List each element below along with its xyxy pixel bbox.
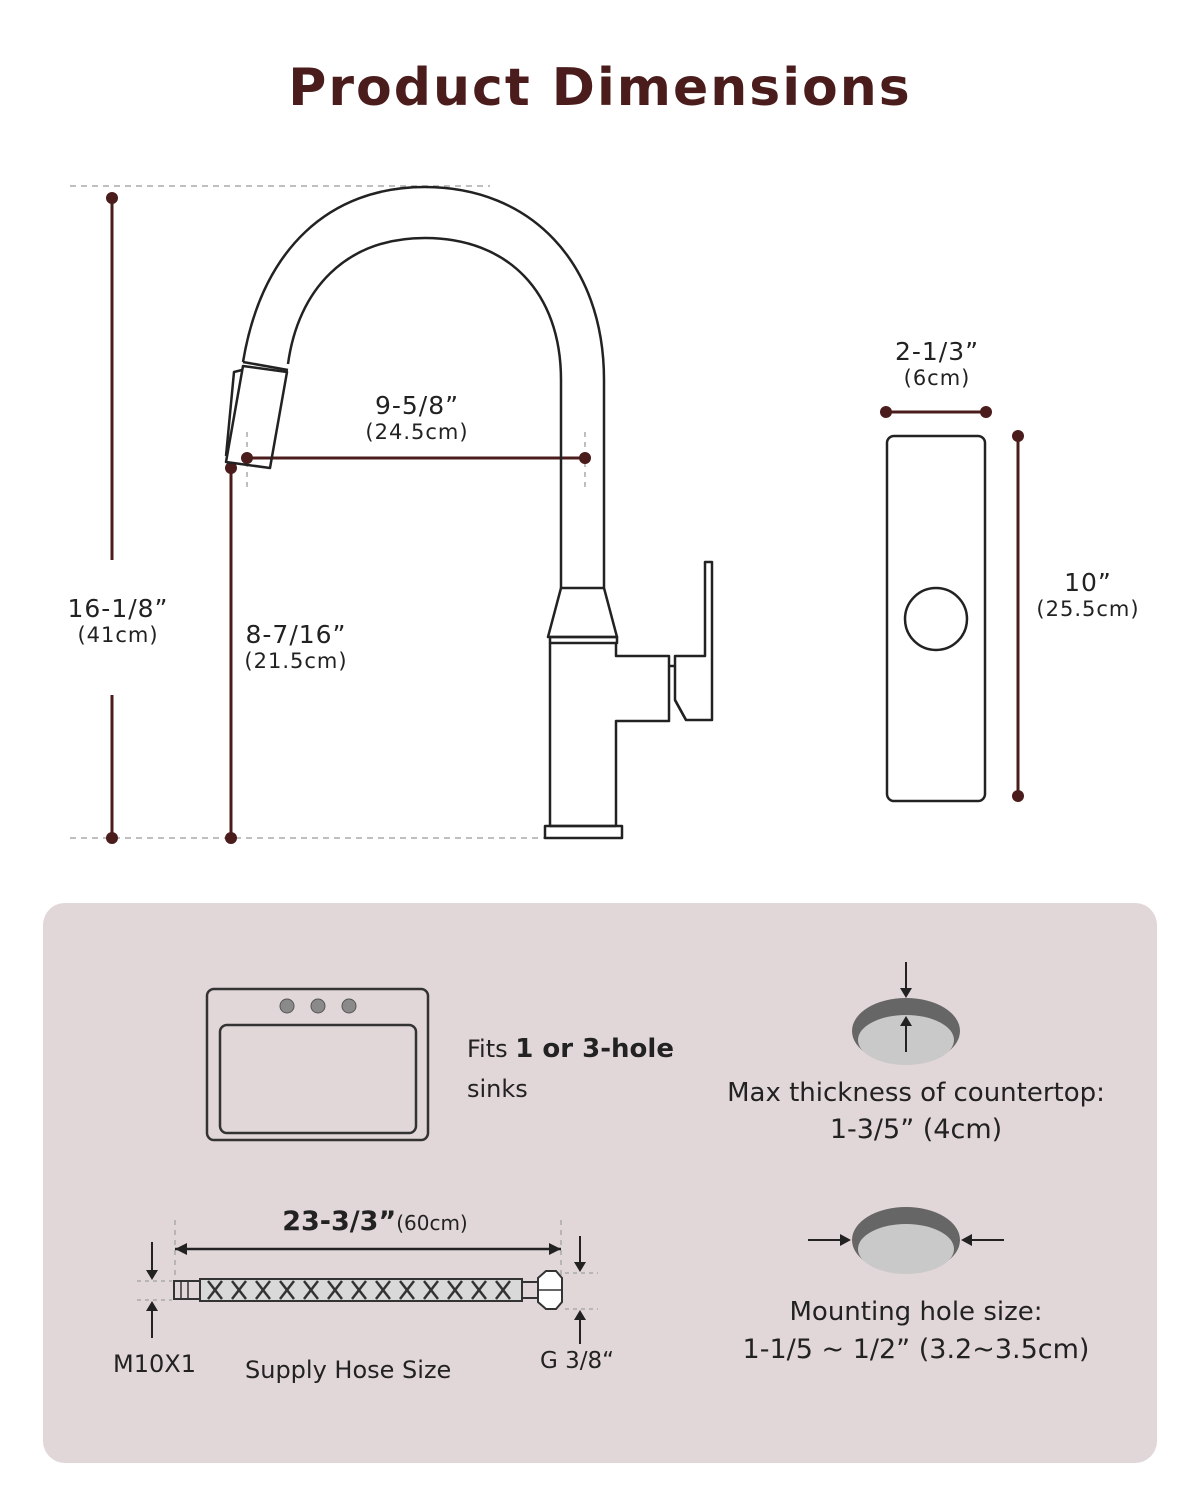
spout-height-label: 8-7/16” (21.5cm) [244, 620, 348, 673]
installation-info-panel [43, 903, 1157, 1463]
spout-reach-label: 9-5/8” (24.5cm) [365, 391, 469, 444]
hose-right-thread-label: G 3/8“ [540, 1348, 615, 1374]
hose-left-thread-label: M10X1 [113, 1350, 196, 1378]
page-title: Product Dimensions [288, 58, 912, 118]
overall-height-label: 16-1/8” (41cm) [67, 594, 169, 647]
spout-reach-dimension-line [241, 452, 591, 464]
faucet-outline [224, 185, 714, 840]
deck-plate [885, 434, 987, 803]
mounting-hole-icon [808, 1207, 1004, 1274]
sink-compatibility-suffix: sinks [467, 1075, 528, 1103]
deck-length-label: 10” (25.5cm) [1036, 568, 1140, 621]
supply-hose-icon [137, 1220, 598, 1344]
mounting-hole-label: Mounting hole size: [789, 1297, 1043, 1327]
supply-hose-size-label: Supply Hose Size [245, 1356, 452, 1384]
countertop-thickness-icon [852, 962, 960, 1065]
deck-width-label: 2-1/3” (6cm) [894, 337, 980, 390]
overall-height-dimension-line [106, 192, 118, 844]
mounting-hole-value: 1-1/5 ~ 1/2” (3.2~3.5cm) [742, 1334, 1090, 1365]
deck-length-dimension-line [1012, 430, 1024, 802]
countertop-thickness-label: Max thickness of countertop: [727, 1078, 1105, 1108]
spout-height-dimension-line [225, 462, 237, 844]
hose-length-label: 23-3/3”(60cm) [282, 1206, 468, 1237]
sink-icon [205, 987, 430, 1142]
sink-compatibility-text: Fits 1 or 3-hole [467, 1034, 674, 1064]
countertop-thickness-value: 1-3/5” (4cm) [829, 1114, 1003, 1145]
deck-width-dimension-line [880, 406, 992, 418]
